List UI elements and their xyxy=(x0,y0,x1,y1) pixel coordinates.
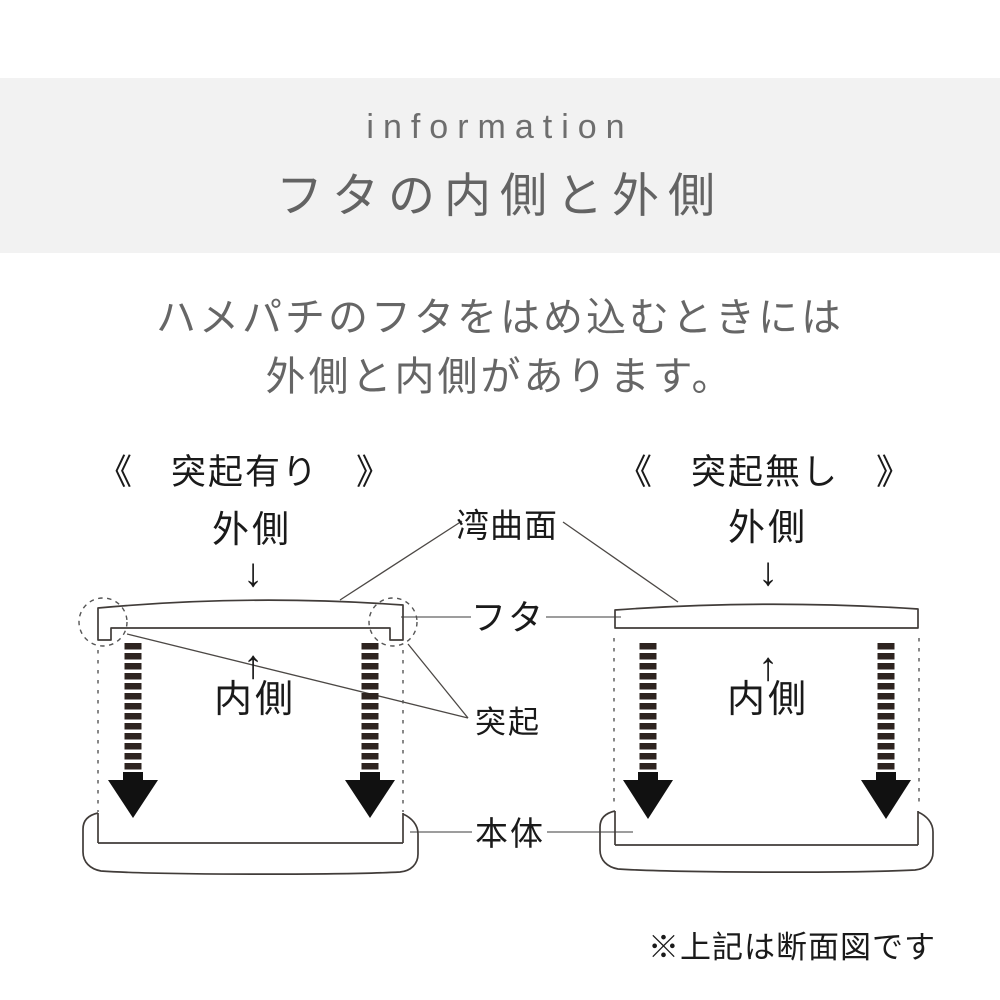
curved-surface-label: 湾曲面 xyxy=(456,507,558,544)
arrow-stem xyxy=(876,772,896,781)
right-inside-label: 内側 xyxy=(727,679,809,721)
cross-section-note: ※上記は断面図です xyxy=(648,930,936,965)
right-diagram-without-protrusion: 《 突起無し 》 外側 ↓ ↑ 内側 xyxy=(599,453,934,873)
hatched-arrow-shaft xyxy=(877,642,895,772)
protrusion-pointer-left xyxy=(126,633,469,719)
right-diagram-heading: 《 突起無し 》 xyxy=(617,453,913,492)
curved-surface-pointer-right xyxy=(562,521,679,603)
left-inside-label: 内側 xyxy=(214,679,296,721)
intro-line-2: 外側と内側があります。 xyxy=(265,355,735,399)
right-lid-shape xyxy=(614,603,919,629)
down-arrowhead xyxy=(861,780,911,819)
left-body-shape xyxy=(82,812,419,875)
right-outside-label: 外側 xyxy=(728,507,808,548)
right-protrusion-circle xyxy=(368,597,418,647)
left-outside-label: 外側 xyxy=(212,509,292,550)
left-down-arrow-icon: ↓ xyxy=(243,551,263,595)
body-label: 本体 xyxy=(475,815,545,852)
intro-paragraph: ハメパチのフタをはめ込むときには 外側と内側があります。 xyxy=(0,289,1000,407)
hatched-arrow-shaft xyxy=(124,643,142,773)
header-band: information フタの内側と外側 xyxy=(0,78,1000,253)
arrow-stem xyxy=(123,772,143,781)
left-lid-shape xyxy=(97,599,404,641)
eyebrow-text: information xyxy=(366,108,634,146)
left-diagram-heading: 《 突起有り 》 xyxy=(97,453,393,492)
curved-surface-pointer-left xyxy=(339,520,463,601)
left-up-arrow-icon: ↑ xyxy=(243,643,263,687)
cross-section-diagram: 《 突起有り 》 外側 ↓ ↑ 内側 《 突起無し 》 外側 ↓ xyxy=(78,453,936,965)
hatched-arrow-shaft xyxy=(361,643,379,773)
right-body-shape xyxy=(599,810,934,873)
lid-label: フタ xyxy=(471,599,545,638)
down-arrowhead xyxy=(623,780,673,819)
left-protrusion-circle xyxy=(78,597,128,647)
left-diagram-with-protrusion: 《 突起有り 》 外側 ↓ ↑ 内側 xyxy=(78,453,419,875)
protrusion-pointer-right xyxy=(407,643,469,719)
right-down-arrow-icon: ↓ xyxy=(758,550,778,594)
page-title: フタの内側と外側 xyxy=(276,169,724,222)
down-arrowhead xyxy=(345,780,395,818)
intro-line-1: ハメパチのフタをはめ込むときには xyxy=(156,296,844,340)
down-arrowhead xyxy=(108,780,158,818)
arrow-stem xyxy=(360,772,380,781)
arrow-stem xyxy=(638,772,658,781)
protrusion-label: 突起 xyxy=(475,705,541,740)
right-up-arrow-icon: ↑ xyxy=(758,645,778,689)
hatched-arrow-shaft xyxy=(639,642,657,772)
